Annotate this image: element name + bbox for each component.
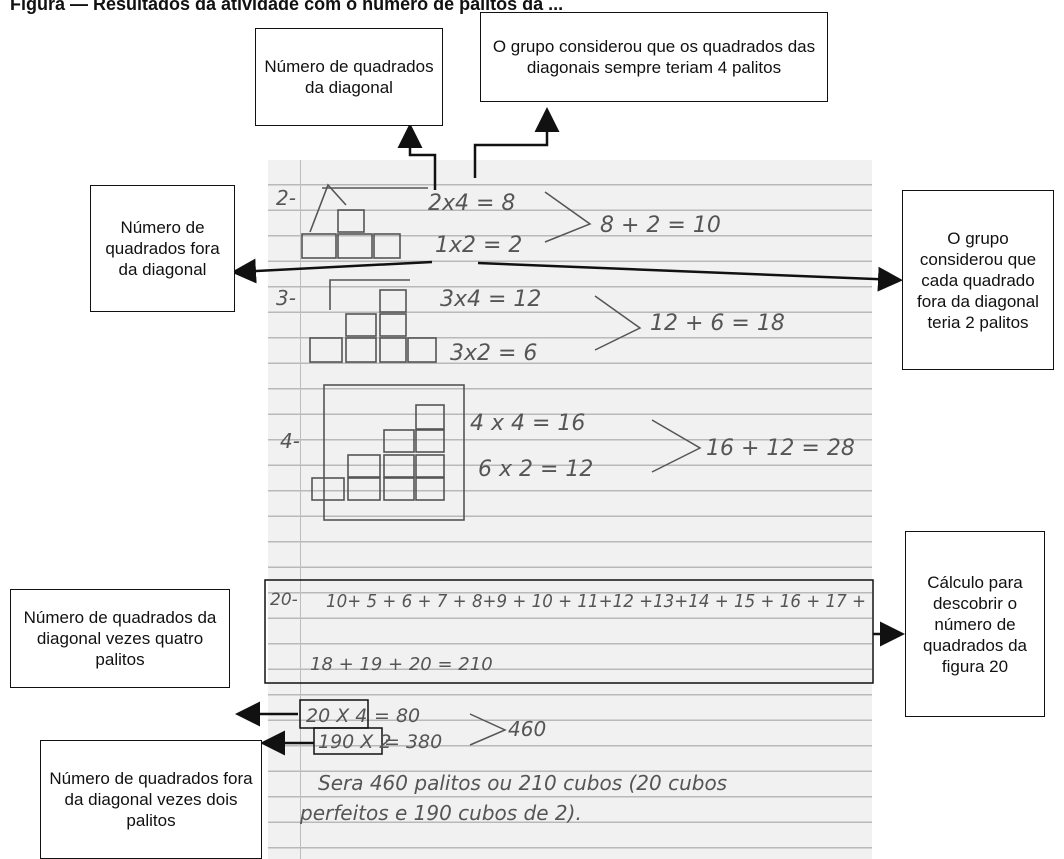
fig3-brace: [594, 295, 642, 351]
notebook-margin-line: [300, 160, 301, 859]
fig4-diag-calc: 4 x 4 = 16: [470, 411, 585, 436]
annotation-outside-count: Número de quadrados fora da diagonal: [90, 185, 235, 312]
fig4-squares: [311, 384, 465, 521]
annotation-outside-times-two: Número de quadrados fora da diagonal vez…: [40, 740, 262, 859]
annotation-diagonal-count: Número de quadrados da diagonal: [255, 28, 443, 126]
fig20-out-calc: 190 X 2: [318, 731, 391, 753]
fig20-calc-frame: [264, 579, 874, 684]
fig2-squares: [301, 183, 428, 259]
fig2-out-calc: 1x2 = 2: [435, 233, 522, 258]
fig4-brace: [651, 419, 702, 473]
fig3-squares: [309, 279, 437, 363]
annotation-diag-times-four: Número de quadrados da diagonal vezes qu…: [10, 589, 230, 688]
figure-title: Figura — Resultados da atividade com o n…: [10, 0, 564, 14]
fig4-sum: 16 + 12 = 28: [706, 436, 855, 461]
fig20-total: 460: [508, 717, 546, 741]
fig3-out-calc: 3x2 = 6: [450, 341, 537, 366]
fig20-brace: [469, 713, 507, 746]
fig2-label: 2-: [276, 186, 296, 210]
fig20-line1: 10+ 5 + 6 + 7 + 8+9 + 10 + 11+12 +13+14 …: [326, 591, 866, 612]
fig3-sum: 12 + 6 = 18: [650, 311, 785, 336]
fig2-diag-calc: 2x4 = 8: [428, 191, 515, 216]
fig2-sum: 8 + 2 = 10: [600, 213, 721, 238]
fig4-label: 4-: [280, 429, 300, 453]
fig4-out-calc: 6 x 2 = 12: [478, 457, 593, 482]
annotation-fig20-calc: Cálculo para descobrir o número de quadr…: [905, 531, 1045, 717]
annotation-arrows: [231, 107, 905, 756]
fig3-label: 3-: [276, 286, 296, 310]
conclusion-line1: Sera 460 palitos ou 210 cubos (20 cubos: [318, 771, 727, 795]
fig20-line2: 18 + 19 + 20 = 210: [310, 654, 493, 675]
fig20-out-frame: [313, 727, 383, 755]
fig20-out-result: = 380: [384, 731, 442, 753]
conclusion-line2: perfeitos e 190 cubos de 2).: [299, 801, 582, 825]
fig2-brace: [544, 191, 592, 243]
fig20-diag-result: = 80: [374, 705, 420, 727]
fig3-diag-calc: 3x4 = 12: [440, 287, 541, 312]
annotation-outside-two-sticks: O grupo considerou que cada quadrado for…: [902, 190, 1054, 370]
annotation-diagonal-four-sticks: O grupo considerou que os quadrados das …: [480, 12, 828, 102]
notebook-page: [268, 160, 872, 859]
fig20-diag-calc: 20 X 4: [306, 705, 367, 727]
fig20-label: 20-: [270, 590, 298, 610]
